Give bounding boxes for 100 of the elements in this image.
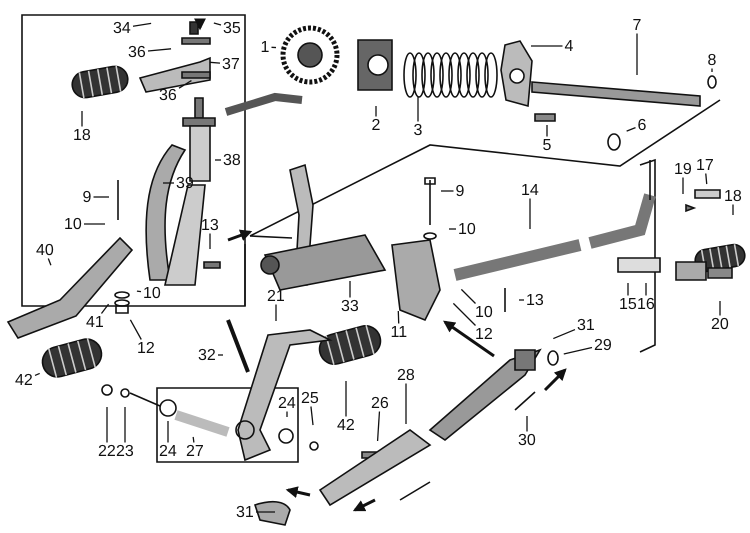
callout-number: 18 xyxy=(723,188,743,204)
callout-number: 22 xyxy=(97,442,117,460)
leader-line xyxy=(531,45,562,47)
leader-line xyxy=(626,127,636,132)
leader-line xyxy=(256,511,275,513)
leader-line xyxy=(460,288,476,304)
leader-line xyxy=(124,407,126,442)
leader-line xyxy=(34,372,40,376)
leader-line xyxy=(132,22,152,27)
leader-line xyxy=(106,407,108,442)
leader-line xyxy=(48,258,52,266)
callout-number: 33 xyxy=(340,298,360,314)
leader-line xyxy=(417,97,419,122)
leader-line xyxy=(192,436,195,443)
callout-number: 19 xyxy=(673,160,693,178)
leader-line xyxy=(553,328,576,340)
leader-line xyxy=(100,304,110,314)
leader-line xyxy=(209,234,211,249)
leader-line xyxy=(645,283,647,296)
leader-line xyxy=(636,34,638,75)
callout-number: 9 xyxy=(454,182,466,200)
callout-number: 24 xyxy=(158,442,178,460)
leader-line xyxy=(271,46,276,48)
leader-line xyxy=(449,228,456,230)
callout-number: 15 xyxy=(618,296,638,312)
callout-number: 10 xyxy=(457,220,477,238)
callout-number: 29 xyxy=(593,336,613,354)
callout-number: 25 xyxy=(300,390,320,406)
leader-line xyxy=(81,111,83,126)
callout-number: 10 xyxy=(142,284,162,302)
callout-number: 17 xyxy=(695,156,715,174)
callout-number: 38 xyxy=(222,152,242,168)
callout-number: 35 xyxy=(222,20,242,36)
leader-line xyxy=(405,384,407,424)
callout-number: 31 xyxy=(235,504,255,520)
leader-line xyxy=(719,301,721,316)
callout-number: 28 xyxy=(396,366,416,384)
callout-number: 16 xyxy=(636,296,656,312)
leader-line xyxy=(275,304,277,321)
callout-number: 4 xyxy=(564,38,574,54)
callout-number: 26 xyxy=(370,394,390,412)
leader-line xyxy=(526,416,528,432)
callout-number: 34 xyxy=(112,20,132,36)
leader-line xyxy=(218,354,223,356)
callout-number: 2 xyxy=(370,116,382,134)
leader-line xyxy=(452,302,476,326)
callout-number: 42 xyxy=(14,372,34,388)
callout-number: 5 xyxy=(542,136,552,154)
callout-number: 12 xyxy=(136,340,156,356)
leader-line xyxy=(732,204,734,215)
callout-number: 23 xyxy=(115,442,135,460)
callout-number: 1 xyxy=(260,38,270,56)
callout-number: 20 xyxy=(710,316,730,332)
callout-number: 13 xyxy=(200,216,220,234)
leader-line xyxy=(705,173,708,184)
leader-line xyxy=(210,62,220,64)
callout-number: 12 xyxy=(474,326,494,342)
callout-number: 8 xyxy=(706,52,718,68)
callout-number: 10 xyxy=(63,216,83,232)
leader-line xyxy=(84,223,105,225)
leader-line xyxy=(148,48,172,52)
leader-line xyxy=(376,411,380,442)
callout-number: 30 xyxy=(517,432,537,448)
leader-line xyxy=(529,198,531,229)
callout-number: 36 xyxy=(127,44,147,60)
callout-number: 11 xyxy=(390,324,408,340)
callout-number: 37 xyxy=(221,56,241,72)
leader-line xyxy=(163,182,174,184)
leader-line xyxy=(441,190,454,192)
leader-line xyxy=(310,406,314,426)
callout-number: 3 xyxy=(412,122,424,138)
callout-number: 10 xyxy=(474,304,494,320)
leader-line xyxy=(345,381,347,416)
leader-line xyxy=(711,68,713,72)
leader-line xyxy=(627,283,629,296)
callout-number: 14 xyxy=(520,182,540,198)
leader-line xyxy=(564,346,592,355)
callout-number: 32 xyxy=(197,346,217,364)
callout-number: 31 xyxy=(576,316,596,334)
leader-line xyxy=(286,412,288,417)
callout-number: 21 xyxy=(266,288,286,304)
callout-number: 7 xyxy=(632,16,642,34)
leader-line xyxy=(519,299,524,301)
leader-line xyxy=(94,196,109,198)
leader-line xyxy=(375,106,377,116)
callout-number: 40 xyxy=(35,242,55,258)
leader-line xyxy=(215,159,221,161)
callout-number: 42 xyxy=(336,416,356,434)
callout-number: 9 xyxy=(82,188,92,206)
callout-number: 27 xyxy=(185,442,205,460)
leader-line xyxy=(178,80,192,89)
leader-line xyxy=(398,310,400,324)
callout-number: 6 xyxy=(636,116,648,134)
callout-number: 41 xyxy=(85,314,105,330)
callout-number: 24 xyxy=(277,394,297,412)
callout-number: 36 xyxy=(158,86,178,104)
leader-line xyxy=(167,421,169,442)
leader-line xyxy=(136,290,142,292)
leader-line xyxy=(130,320,142,340)
leader-line xyxy=(349,281,351,298)
